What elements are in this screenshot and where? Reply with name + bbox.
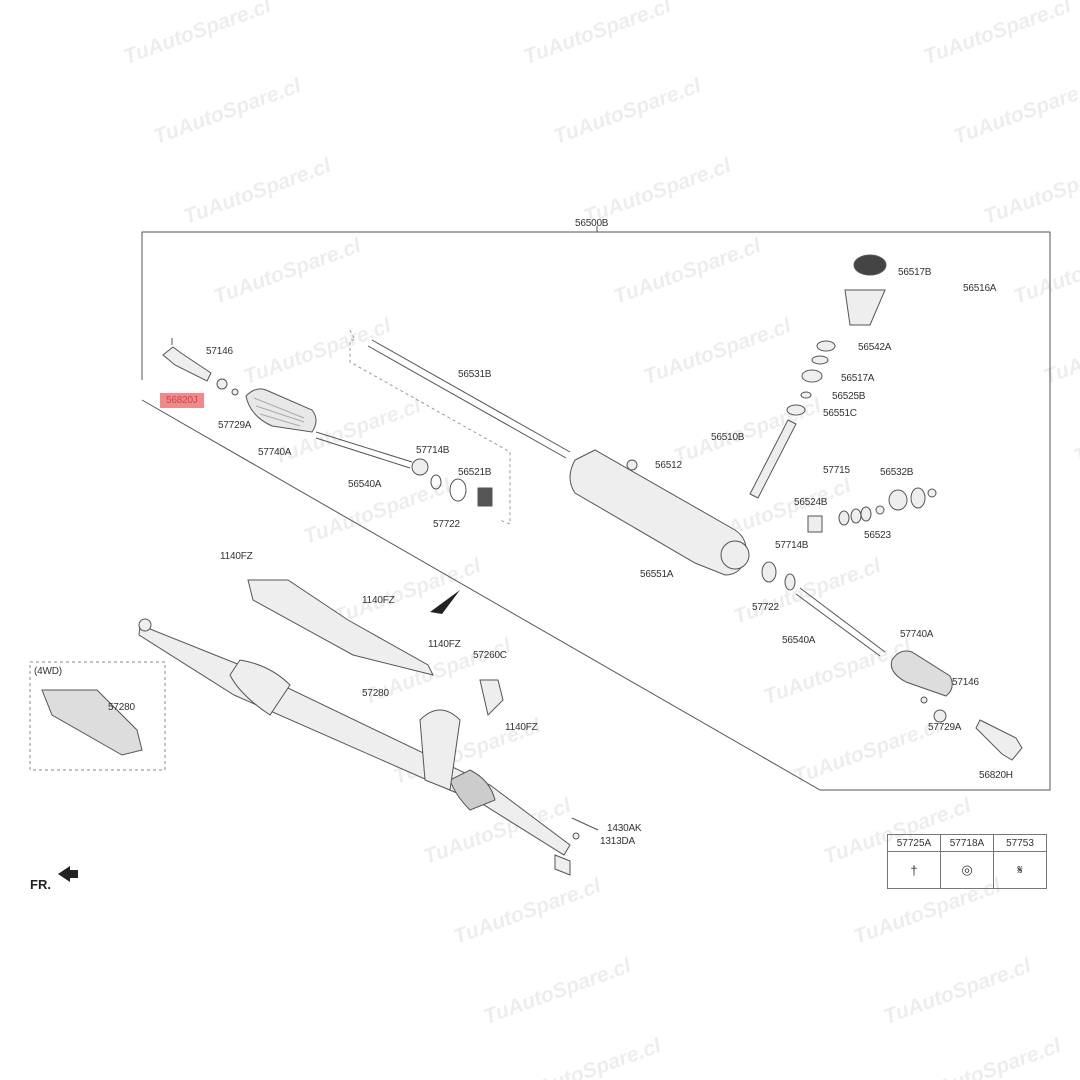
part-label[interactable]: 57715 [823,465,850,476]
part-label[interactable]: 57740A [900,629,934,640]
variant-label: (4WD) [34,666,62,677]
part-label[interactable]: 56517B [898,267,932,278]
part-label[interactable]: 56523 [864,530,891,541]
tie-rod-end-left [162,338,239,396]
part-label[interactable]: 1140FZ [362,595,395,606]
washer-icon: ◎ [961,862,973,877]
part-label[interactable]: 1430AK [607,823,642,834]
arrow-marker [430,590,460,614]
part-label[interactable]: 1140FZ [428,639,461,650]
front-direction-label: FR. [30,877,51,892]
part-label[interactable]: 57280 [108,702,135,713]
part-label[interactable]: 57729A [928,722,962,733]
part-label[interactable]: 57729A [218,420,252,431]
assembly-label[interactable]: 56500B [575,218,609,229]
legend-header[interactable]: 57753 [993,834,1047,852]
part-label[interactable]: 57722 [752,602,779,613]
part-label[interactable]: 1313DA [600,836,635,847]
rack-housing [569,449,750,576]
part-label[interactable]: 57260C [473,650,507,661]
clip-icon: 𝄋 [1017,862,1023,877]
part-label[interactable]: 56532B [880,467,914,478]
part-label[interactable]: 56551A [640,569,674,580]
front-direction-arrow [58,866,78,882]
part-label[interactable]: 57146 [206,346,233,357]
inner-tie-rod-left [315,431,493,507]
pinion-shaft [749,254,937,533]
rack-bar [349,329,571,525]
part-label[interactable]: 56542A [858,342,892,353]
part-label[interactable]: 57714B [416,445,450,456]
part-label[interactable]: 1140FZ [220,551,253,562]
legend-header[interactable]: 57718A [940,834,994,852]
bolt-icon: † [910,862,918,878]
part-label[interactable]: 57740A [258,447,292,458]
part-label[interactable]: 56521B [458,467,492,478]
part-label[interactable]: 56524B [794,497,828,508]
part-label[interactable]: 57722 [433,519,460,530]
part-label[interactable]: 56516A [963,283,997,294]
highlighted-part-label[interactable]: 56820J [160,393,204,408]
part-label[interactable]: 56525B [832,391,866,402]
part-label[interactable]: 57714B [775,540,809,551]
part-label[interactable]: 56540A [782,635,816,646]
legend-header[interactable]: 57725A [887,834,941,852]
part-label[interactable]: 56531B [458,369,492,380]
part-label[interactable]: 56551C [823,408,857,419]
4wd-variant-frame [29,661,166,771]
part-label[interactable]: 56517A [841,373,875,384]
assembly-frame [141,231,1051,791]
boot-left [245,388,317,433]
part-label[interactable]: 56540A [348,479,382,490]
part-label[interactable]: 57280 [362,688,389,699]
part-label[interactable]: 56512 [655,460,682,471]
part-label[interactable]: 1140FZ [505,722,538,733]
part-label[interactable]: 56820H [979,770,1013,781]
part-label[interactable]: 57146 [952,677,979,688]
right-tie-rod [761,561,1023,761]
fastener-legend-table: 57725A 57718A 57753 † ◎ 𝄋 [887,834,1047,889]
steering-gear-assembly [41,579,599,876]
part-label[interactable]: 56510B [711,432,745,443]
